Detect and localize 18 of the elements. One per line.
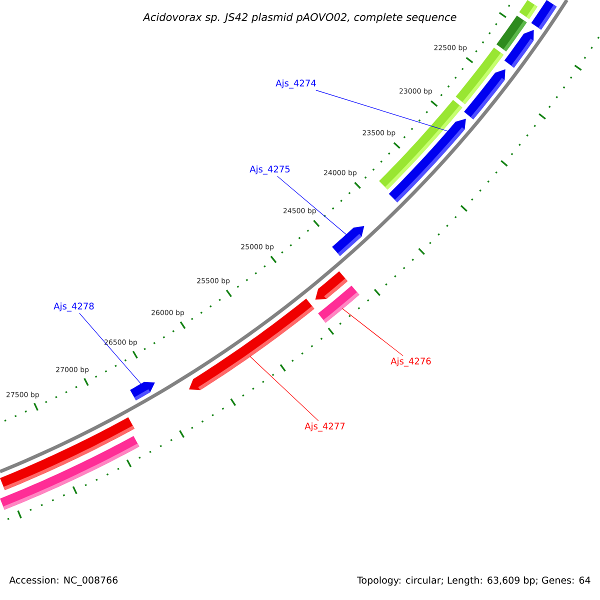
leader-line xyxy=(277,176,347,236)
map-title: Acidovorax sp. JS42 plasmid pAOVO02, complete sequence xyxy=(142,12,456,24)
gene-segment xyxy=(388,118,466,202)
gene-label: Ajs_4278 xyxy=(54,302,94,312)
leader-line xyxy=(79,312,142,384)
gene-label: Ajs_4275 xyxy=(250,166,290,174)
gene-label: Ajs_4274 xyxy=(276,80,316,88)
gene-label: Ajs_4277 xyxy=(304,422,345,432)
gene-segment xyxy=(130,382,155,400)
accession-text: Accession: NC_008766 xyxy=(9,576,118,586)
gene-segment xyxy=(189,298,314,390)
summary-text: Topology: circular; Length: 63,609 bp; Genes: 64 xyxy=(357,576,590,586)
gene-segment xyxy=(318,286,360,323)
gene-label: Ajs_4276 xyxy=(390,358,431,366)
leader-line xyxy=(316,90,448,132)
leader-line xyxy=(250,356,319,422)
leader-line xyxy=(342,308,404,356)
gene-segment xyxy=(332,226,364,256)
